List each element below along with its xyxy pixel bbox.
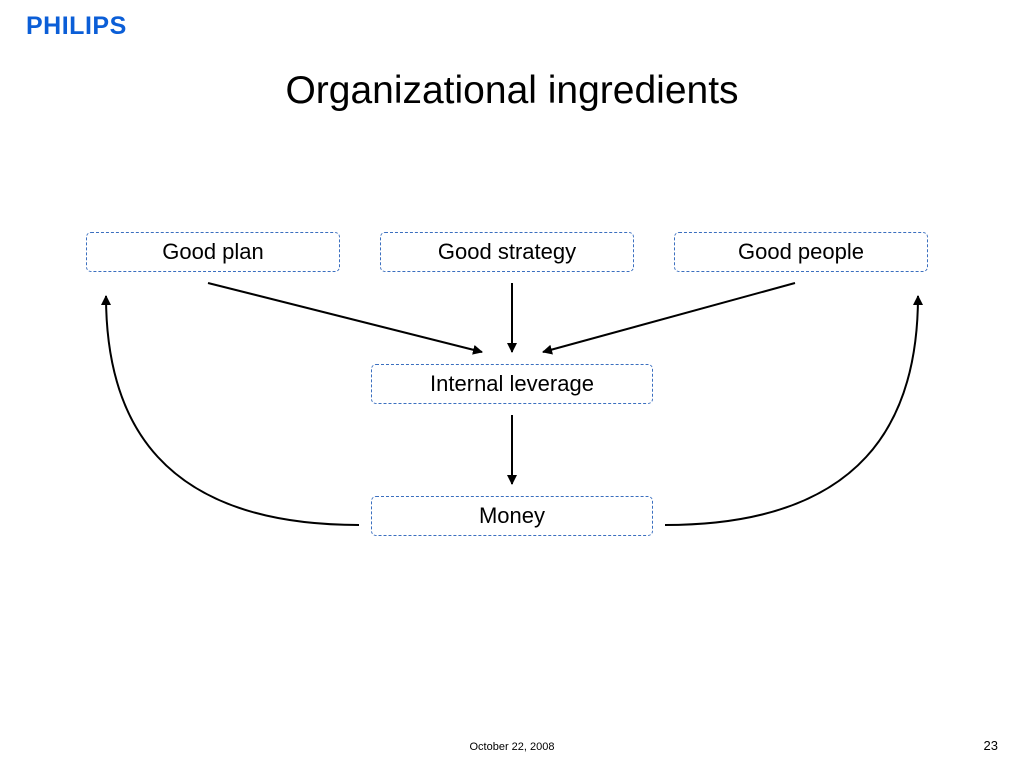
box-good-people: Good people bbox=[674, 232, 928, 272]
box-good-plan-label: Good plan bbox=[162, 239, 264, 264]
box-internal-leverage: Internal leverage bbox=[371, 364, 653, 404]
arrow-plan-to-leverage bbox=[207, 282, 483, 355]
box-good-people-label: Good people bbox=[738, 239, 864, 264]
philips-logo: PHILIPS bbox=[26, 12, 127, 40]
box-good-strategy-label: Good strategy bbox=[437, 239, 577, 264]
box-money: Money bbox=[371, 496, 653, 536]
arrow-money-to-people bbox=[664, 295, 923, 526]
slide-title: Organizational ingredients bbox=[285, 69, 739, 112]
box-good-plan: Good plan bbox=[86, 232, 340, 272]
box-money-label: Money bbox=[478, 503, 546, 528]
arrow-people-to-leverage bbox=[542, 282, 796, 355]
box-internal-leverage-label: Internal leverage bbox=[430, 371, 594, 396]
arrow-money-to-plan bbox=[101, 295, 360, 526]
footer-date: October 22, 2008 bbox=[469, 741, 555, 753]
page-number: 23 bbox=[983, 738, 998, 753]
box-good-strategy: Good strategy bbox=[380, 232, 634, 272]
